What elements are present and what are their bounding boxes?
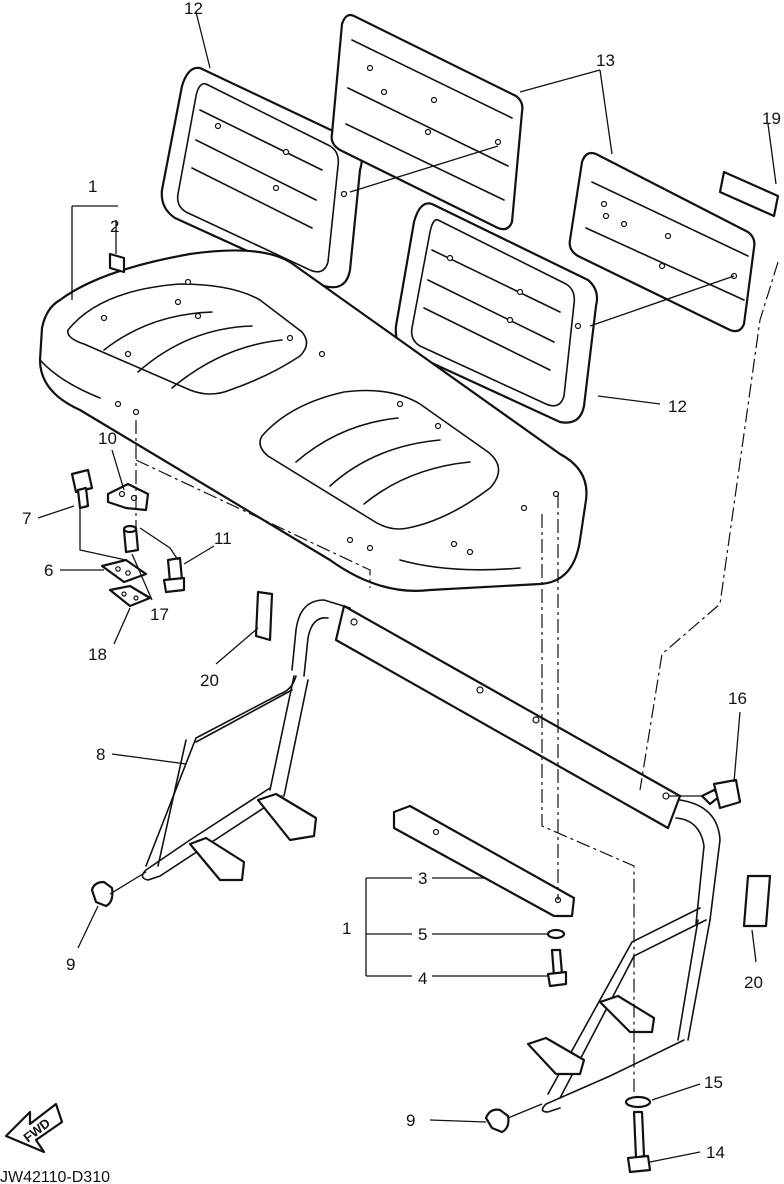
bolt-7 <box>70 468 94 510</box>
callout-1-group: 1 <box>342 919 351 938</box>
seat-back-right <box>394 202 599 424</box>
bolt-14 <box>626 1110 652 1174</box>
caution-label-20-right <box>742 874 772 928</box>
callout-8: 8 <box>96 745 105 764</box>
callout-20-right: 20 <box>744 973 763 992</box>
callout-10: 10 <box>98 429 117 448</box>
callout-9-right: 9 <box>406 1111 415 1130</box>
callout-17: 17 <box>150 605 169 624</box>
callout-6: 6 <box>44 561 53 580</box>
callout-2: 2 <box>110 217 119 236</box>
callout-11: 11 <box>214 529 232 548</box>
callout-5: 5 <box>418 925 427 944</box>
caution-label-19 <box>718 170 780 218</box>
alignment-lines <box>135 261 779 1092</box>
callout-9-left: 9 <box>66 955 75 974</box>
callout-18: 18 <box>88 645 107 664</box>
back-panel-right <box>568 151 756 333</box>
callout-1-top: 1 <box>88 177 97 196</box>
callout-20-left: 20 <box>200 671 219 690</box>
callout-12-right: 12 <box>668 397 687 416</box>
callout-12-top: 12 <box>184 0 203 18</box>
back-panel-left <box>330 13 524 231</box>
cap-9-left <box>90 880 114 908</box>
diagram-code: JW42110-D310 <box>0 1169 110 1184</box>
callout-7: 7 <box>22 509 31 528</box>
caution-label-2 <box>108 252 126 274</box>
seat-frame <box>141 599 721 1113</box>
callout-15: 15 <box>704 1073 723 1092</box>
bracket-3 <box>392 804 576 918</box>
leader-lines <box>37 11 777 1163</box>
hinge-plate-10 <box>106 482 150 512</box>
callout-16: 16 <box>728 689 747 708</box>
caution-label-20-left <box>254 590 274 642</box>
washer-15 <box>624 1095 652 1109</box>
callout-4: 4 <box>418 969 427 988</box>
callout-13: 13 <box>596 51 615 70</box>
fwd-arrow-icon <box>4 1102 64 1154</box>
seat-cushion <box>38 249 588 592</box>
cap-9-right <box>484 1108 510 1134</box>
plate-18 <box>108 584 152 608</box>
callout-3: 3 <box>418 869 427 888</box>
washer-5 <box>546 928 566 940</box>
bolt-4 <box>546 948 568 988</box>
collar-17 <box>122 524 140 554</box>
callout-14: 14 <box>706 1143 725 1162</box>
nut-11 <box>162 556 186 594</box>
hinge-bracket-6 <box>100 558 148 584</box>
bolt-16 <box>700 778 742 810</box>
callout-19: 19 <box>762 109 781 128</box>
